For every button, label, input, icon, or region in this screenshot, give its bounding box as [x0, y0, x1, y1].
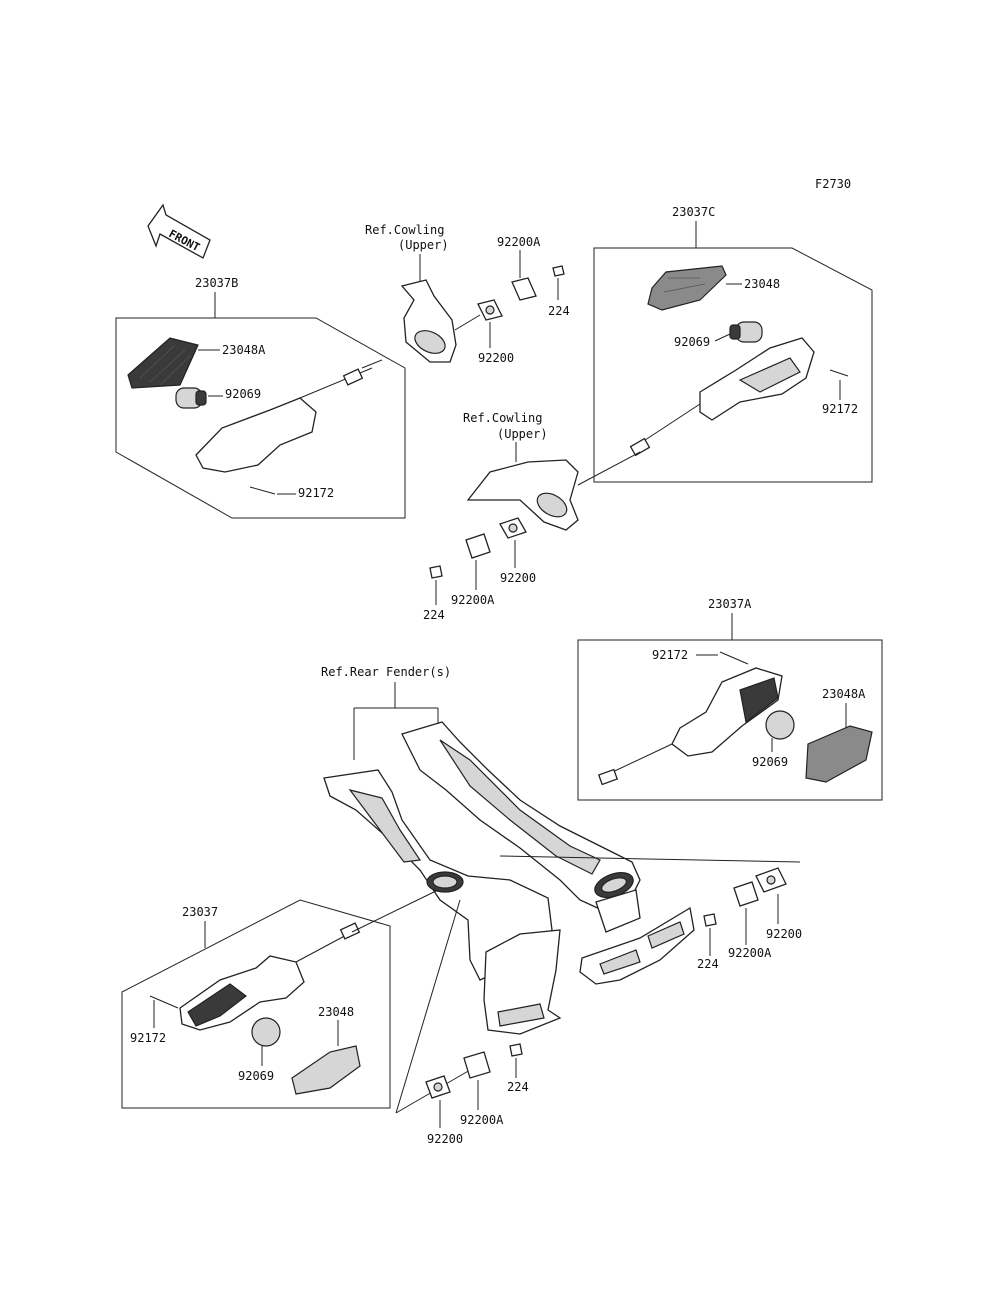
- lens-label-rear-right: 23048A: [822, 687, 866, 701]
- assembly-id-rear-right: 23037A: [708, 597, 752, 611]
- lens-label-front-right: 23048: [744, 277, 780, 291]
- assembly-id-front-right: 23037C: [672, 205, 715, 219]
- hardware-bottom: 92200A 224 92200: [425, 1043, 529, 1146]
- ref-cowling-upper-left: Ref.Cowling (Upper): [365, 223, 481, 363]
- front-arrow-icon: FRONT: [147, 203, 211, 259]
- assembly-front-left: 23037B 23048A 92069 92172: [115, 276, 406, 519]
- lens-label-rear-left: 23048: [318, 1005, 354, 1019]
- assembly-rear-right: 23037A 92172 92069 23048A: [577, 597, 883, 801]
- ref-cowling-left-line2: (Upper): [398, 238, 449, 252]
- washer-label-middle: 92200: [500, 571, 536, 585]
- bulb-label-rear-right: 92069: [752, 755, 788, 769]
- hardware-middle: 92200A 224 92200: [423, 517, 536, 622]
- washer-label-bottom: 92200: [427, 1132, 463, 1146]
- hardware-right: 92200A 224 92200: [697, 867, 802, 971]
- ref-rear-fender: Ref.Rear Fender(s): [321, 665, 801, 1035]
- ref-cowling-upper-center: Ref.Cowling (Upper): [463, 411, 641, 531]
- plate-label-top: 92200A: [497, 235, 541, 249]
- screw-label-front-right: 92172: [822, 402, 858, 416]
- bulb-label-rear-left: 92069: [238, 1069, 274, 1083]
- washer-label-right: 92200: [766, 927, 802, 941]
- ref-rear-fender-label: Ref.Rear Fender(s): [321, 665, 451, 679]
- bolt-label-bottom: 224: [507, 1080, 529, 1094]
- assembly-id-rear-left: 23037: [182, 905, 218, 919]
- bolt-label-middle: 224: [423, 608, 445, 622]
- bolt-label-right: 224: [697, 957, 719, 971]
- screw-label-rear-right: 92172: [652, 648, 688, 662]
- assembly-id-front-left: 23037B: [195, 276, 238, 290]
- screw-label-rear-left: 92172: [130, 1031, 166, 1045]
- hardware-top: 92200A 224 92200: [477, 235, 570, 365]
- plate-label-middle: 92200A: [451, 593, 495, 607]
- plate-label-right: 92200A: [728, 946, 772, 960]
- bulb-label-front-left: 92069: [225, 387, 261, 401]
- ref-cowling-center-line1: Ref.Cowling: [463, 411, 542, 425]
- figure-code: F2730: [815, 177, 851, 191]
- assembly-rear-left: 23037 92172 92069 23048: [121, 889, 439, 1109]
- bulb-label-front-right: 92069: [674, 335, 710, 349]
- washer-label-top: 92200: [478, 351, 514, 365]
- plate-label-bottom: 92200A: [460, 1113, 504, 1127]
- bolt-label-top: 224: [548, 304, 570, 318]
- screw-label-front-left: 92172: [298, 486, 334, 500]
- ref-cowling-center-line2: (Upper): [497, 427, 548, 441]
- assembly-front-right: 23037C 23048 92069 92172: [593, 205, 873, 483]
- ref-cowling-left-line1: Ref.Cowling: [365, 223, 444, 237]
- lens-label-front-left: 23048A: [222, 343, 266, 357]
